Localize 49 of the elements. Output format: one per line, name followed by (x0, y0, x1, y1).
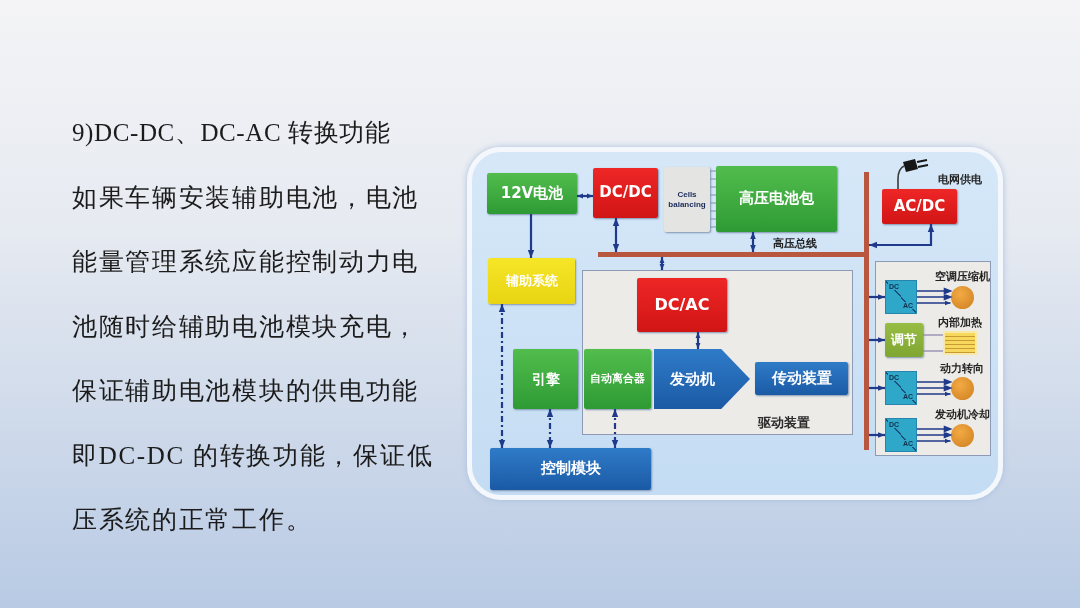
component-label: 空调压缩机 (934, 270, 990, 283)
panel-title: 驱动装置 (758, 416, 810, 429)
engine-box: 引擎 (513, 349, 578, 409)
dashed-double-arrow (498, 304, 506, 448)
battery-box: 12V电池 (487, 173, 577, 214)
connector-pins (709, 170, 717, 228)
cable-line (897, 178, 899, 190)
double-arrow (612, 218, 620, 252)
component-label: 内部加热 (938, 316, 982, 329)
converter-block (885, 418, 917, 452)
regulator-box: 调节 (885, 323, 923, 357)
double-arrow (869, 224, 935, 249)
double-arrow (750, 232, 756, 252)
arrow (527, 214, 535, 258)
triple-arrow (916, 425, 952, 444)
clutch-box: 自动离合器 (584, 349, 651, 409)
component-label: 动力转向 (940, 362, 984, 375)
arrow (869, 294, 885, 300)
pentagon-block: 发动机 (654, 349, 750, 409)
arrow (869, 385, 885, 391)
arrow (869, 337, 885, 343)
converter-box: DC/DC (593, 168, 658, 218)
group-panel (875, 261, 991, 456)
arrow (869, 432, 885, 438)
wire-line (922, 334, 944, 336)
component-label: 发动机冷却 (934, 408, 990, 421)
converter-box: DC/AC (637, 278, 727, 332)
converter-box: AC/DC (882, 189, 957, 224)
double-arrow (577, 193, 593, 199)
transmission-box: 传动装置 (755, 362, 848, 395)
double-arrow (695, 332, 701, 349)
triple-arrow (916, 287, 952, 306)
triple-arrow (916, 378, 952, 397)
balancing-box: Cells balancing (664, 167, 710, 232)
system-box: 辅助系统 (488, 258, 575, 304)
bus-label: 高压总线 (773, 237, 817, 251)
converter-block (885, 371, 917, 405)
paragraph: 如果车辆安装辅助电池，电池能量管理系统应能控制动力电池随时给辅助电池模块充电，保证辅助电池模块的供电功能即DC-DC 的转换功能，保证低压系统的正常工作。 (72, 182, 435, 535)
converter-block (885, 280, 917, 314)
control-box: 控制模块 (490, 448, 651, 490)
bus-bar (864, 172, 869, 450)
wire-line (922, 350, 944, 352)
dashed-double-arrow (611, 409, 619, 448)
supply-label: 电网供电 (938, 173, 982, 186)
heading: 9)DC-DC、DC-AC 转换功能 (72, 118, 391, 148)
dashed-double-arrow (546, 409, 554, 448)
double-arrow (659, 257, 665, 270)
battery-pack-box: 高压电池包 (716, 166, 837, 232)
group-panel (582, 270, 853, 435)
